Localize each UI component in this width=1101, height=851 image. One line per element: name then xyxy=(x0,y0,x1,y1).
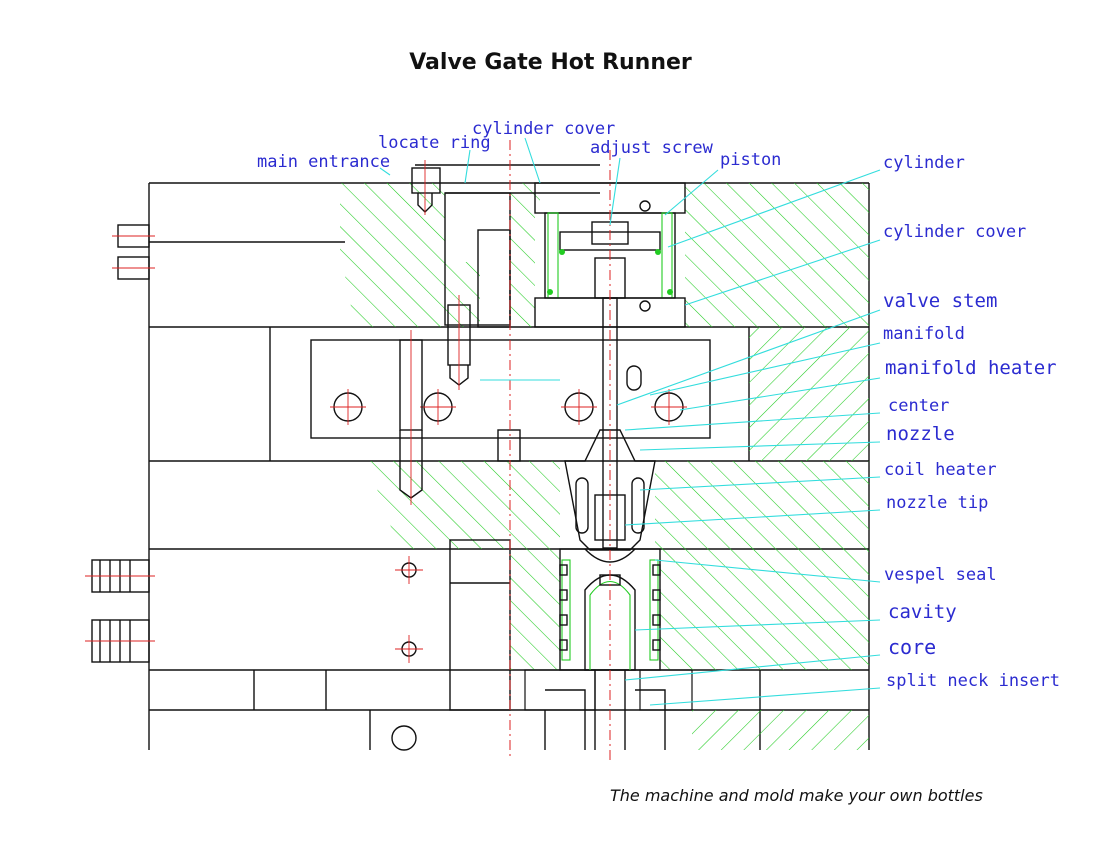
nozzle-plate-hatch xyxy=(370,461,560,549)
cylinder-plate-hatch xyxy=(510,183,540,327)
label-piston: piston xyxy=(720,150,781,170)
cavity-plate-hatch xyxy=(510,549,560,670)
label-nozzle: nozzle xyxy=(886,423,955,445)
leader-lines xyxy=(379,137,881,706)
cavity-plate-hatch-right xyxy=(660,549,869,670)
label-cylinder-cover-right: cylinder cover xyxy=(883,222,1026,242)
label-adjust-screw: adjust screw xyxy=(590,138,714,158)
cylinder-block-hatch xyxy=(685,183,869,327)
label-nozzle-tip: nozzle tip xyxy=(886,493,988,513)
label-manifold-heater: manifold heater xyxy=(885,357,1057,379)
locate-ring xyxy=(411,164,600,328)
label-valve-stem: valve stem xyxy=(883,290,997,312)
cavity-core xyxy=(544,548,666,750)
label-center: center xyxy=(888,396,949,416)
label-coil-heater: coil heater xyxy=(884,460,997,480)
guide-block xyxy=(449,539,511,711)
caption: The machine and mold make your own bottl… xyxy=(610,786,983,805)
label-cylinder-cover-top: cylinder cover xyxy=(472,119,615,139)
manifold-block xyxy=(310,339,711,439)
label-split-neck-insert: split neck insert xyxy=(886,671,1060,691)
diagram-title: Valve Gate Hot Runner xyxy=(409,50,692,75)
centerlines xyxy=(395,140,611,760)
label-core: core xyxy=(888,635,936,659)
label-locate-ring: locate ring xyxy=(378,133,491,153)
label-manifold: manifold xyxy=(883,324,965,344)
water-fittings xyxy=(85,224,417,751)
bottom-right-hatch xyxy=(692,710,869,750)
nozzle-plate-hatch-right xyxy=(655,461,869,549)
right-support-hatch xyxy=(749,327,869,461)
label-cavity: cavity xyxy=(888,601,957,623)
label-main-entrance: main entrance xyxy=(257,152,390,172)
label-vespel-seal: vespel seal xyxy=(884,565,997,585)
label-cylinder: cylinder xyxy=(883,153,965,173)
callout-labels: locate ring main entrance cylinder cover… xyxy=(257,119,1060,691)
